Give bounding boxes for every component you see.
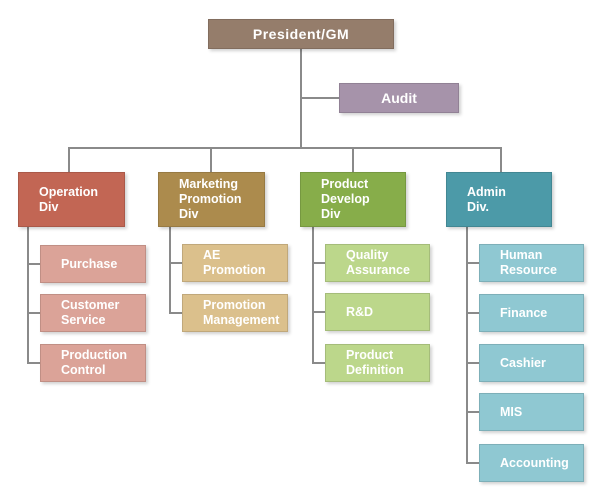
node-audit-label: Audit [381,89,417,106]
node-production-control: Production Control [40,344,146,382]
node-label-line: Purchase [61,256,118,271]
node-label-line: Div. [467,199,489,214]
node-label-line: Div [179,207,199,221]
node-label-line: Promotion [179,192,242,206]
node-operation-div: Operation Div [18,172,125,227]
node-label-line: Operation [39,184,99,199]
node-label-line: Quality [346,248,389,262]
node-label-line: R&D [346,304,374,319]
node-human-resource: Human Resource [479,244,584,282]
node-customer-service: Customer Service [40,294,146,332]
node-ae-promotion: AE Promotion [182,244,288,282]
node-marketing-promotion-div: Marketing Promotion Div [158,172,265,227]
node-president: President/GM [208,19,394,49]
node-label-line: Accounting [500,455,569,470]
node-label-line: Div [321,207,341,221]
node-cashier: Cashier [479,344,584,382]
node-label-line: Div [39,199,59,214]
node-label-line: Finance [500,305,548,320]
node-label-line: Control [61,363,106,377]
node-label-line: Product [346,348,394,362]
node-accounting: Accounting [479,444,584,482]
node-admin-div: Admin Div. [446,172,552,227]
node-purchase: Purchase [40,245,146,283]
node-label-line: Admin [467,184,506,199]
node-product-definition: Product Definition [325,344,430,382]
node-audit: Audit [339,83,459,113]
node-label-line: Service [61,313,106,327]
node-label-line: Human [500,248,543,262]
node-label-line: Develop [321,192,370,206]
node-quality-assurance: Quality Assurance [325,244,430,282]
node-label-line: MIS [500,404,523,419]
node-promotion-management: Promotion Management [182,294,288,332]
node-label-line: Promotion [203,263,266,277]
node-label-line: Assurance [346,263,410,277]
node-mis: MIS [479,393,584,431]
node-label-line: Resource [500,263,557,277]
node-product-develop-div: Product Develop Div [300,172,406,227]
node-label-line: Customer [61,298,120,312]
node-label-line: Management [203,313,280,327]
node-label-line: Production [61,348,127,362]
node-label-line: Cashier [500,355,546,370]
node-president-label: President/GM [252,25,350,42]
node-r-and-d: R&D [325,293,430,331]
node-label-line: Marketing [179,177,239,191]
node-label-line: Product [321,177,369,191]
node-finance: Finance [479,294,584,332]
node-label-line: Definition [346,363,404,377]
node-label-line: Promotion [203,298,266,312]
node-label-line: AE [203,248,221,262]
